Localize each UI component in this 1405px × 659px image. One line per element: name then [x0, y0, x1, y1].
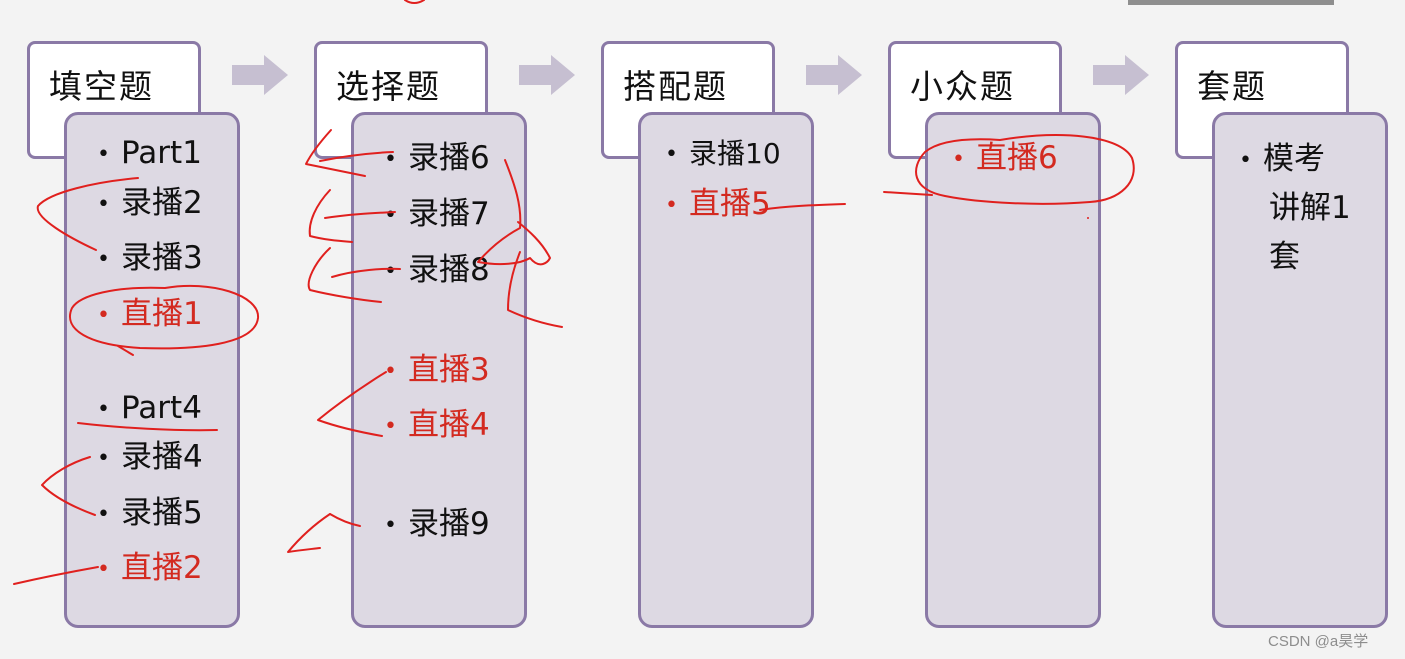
list-item: •直播4	[384, 410, 490, 441]
bullet-icon: •	[97, 448, 121, 470]
column-title: 小众题	[910, 60, 1015, 108]
column-niche: 小众题 •直播6	[888, 0, 1088, 659]
column-title: 选择题	[336, 60, 441, 108]
list-item: •Part1	[97, 138, 202, 169]
column-matching: 搭配题 •录播10 •直播5	[601, 0, 801, 659]
bullet-icon: •	[97, 559, 121, 581]
list-item: •录播7	[384, 199, 490, 230]
list-item-continued: 套	[1269, 242, 1300, 273]
column-title: 搭配题	[623, 60, 728, 108]
column-title: 填空题	[49, 60, 154, 108]
list-item: •直播1	[97, 299, 203, 330]
watermark: CSDN @a昊学	[1268, 630, 1368, 651]
bullet-icon: •	[97, 249, 121, 271]
bullet-icon: •	[665, 195, 689, 217]
list-item: •录播2	[97, 188, 203, 219]
bullet-icon: •	[384, 261, 408, 283]
bullet-icon: •	[384, 205, 408, 227]
bullet-icon: •	[97, 305, 121, 327]
bullet-icon: •	[97, 399, 121, 421]
list-item: •录播9	[384, 509, 490, 540]
arrow-right-icon	[230, 53, 290, 97]
bullet-icon: •	[384, 416, 408, 438]
column-list-panel	[925, 112, 1101, 628]
arrow-right-icon	[804, 53, 864, 97]
column-full-sets: 套题 •模考 讲解1 套	[1175, 0, 1375, 659]
list-item: •直播6	[952, 143, 1058, 174]
bullet-icon: •	[665, 144, 689, 166]
list-item: •录播4	[97, 442, 203, 473]
bullet-icon: •	[384, 149, 408, 171]
bullet-icon: •	[384, 361, 408, 383]
list-item: •录播6	[384, 143, 490, 174]
arrow-right-icon	[1091, 53, 1151, 97]
list-item: •直播5	[665, 189, 771, 220]
bullet-icon: •	[97, 194, 121, 216]
list-item: •直播3	[384, 355, 490, 386]
bullet-icon: •	[952, 149, 976, 171]
column-title: 套题	[1197, 60, 1267, 108]
column-multiple-choice: 选择题 •录播6 •录播7 •录播8 •直播3 •直播4 •录播9	[314, 0, 514, 659]
list-item-continued: 讲解1	[1269, 193, 1351, 224]
column-fill-blank: 填空题 •Part1 •录播2 •录播3 •直播1 •Part4 •录播4 •录…	[27, 0, 227, 659]
bullet-icon: •	[97, 504, 121, 526]
list-item: •模考	[1239, 144, 1325, 175]
list-item: •直播2	[97, 553, 203, 584]
list-item: •录播10	[665, 140, 781, 168]
list-item: •录播8	[384, 255, 490, 286]
list-item: •Part4	[97, 393, 202, 424]
bullet-icon: •	[384, 515, 408, 537]
bullet-icon: •	[97, 144, 121, 166]
arrow-right-icon	[517, 53, 577, 97]
bullet-icon: •	[1239, 150, 1263, 172]
list-item: •录播5	[97, 498, 203, 529]
list-item: •录播3	[97, 243, 203, 274]
